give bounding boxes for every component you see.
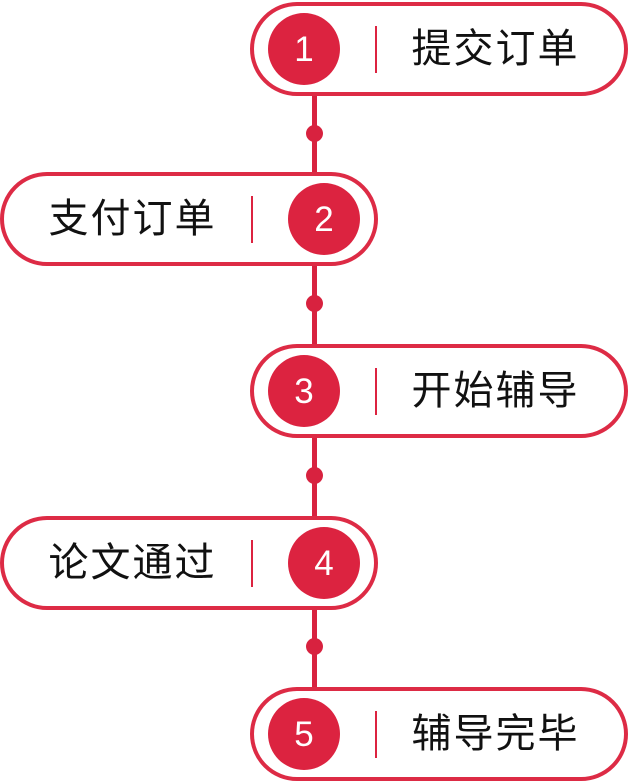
step-number-badge-2: 2 [288,183,360,255]
connector-dot-1-2 [306,125,323,142]
step-item-4[interactable]: 4 论文通过 [0,516,378,610]
step-label-3: 开始辅导 [411,369,580,413]
connector-dot-4-5 [306,638,323,655]
step-number-badge-5: 5 [268,698,340,770]
step-divider-3 [375,367,377,415]
step-label-4: 论文通过 [48,541,217,585]
step-label-5: 辅导完毕 [411,712,580,756]
step-item-2[interactable]: 2 支付订单 [0,172,378,266]
step-item-3[interactable]: 3 开始辅导 [250,344,628,438]
step-label-2: 支付订单 [48,197,217,241]
step-divider-1 [375,25,377,73]
step-divider-4 [251,539,253,587]
step-item-1[interactable]: 1 提交订单 [250,2,628,96]
step-divider-2 [251,195,253,243]
step-number-badge-3: 3 [268,355,340,427]
step-item-5[interactable]: 5 辅导完毕 [250,687,628,781]
connector-dot-2-3 [306,295,323,312]
connector-dot-3-4 [306,467,323,484]
step-label-1: 提交订单 [411,27,580,71]
step-number-badge-4: 4 [288,527,360,599]
step-number-badge-1: 1 [268,13,340,85]
step-divider-5 [375,710,377,758]
